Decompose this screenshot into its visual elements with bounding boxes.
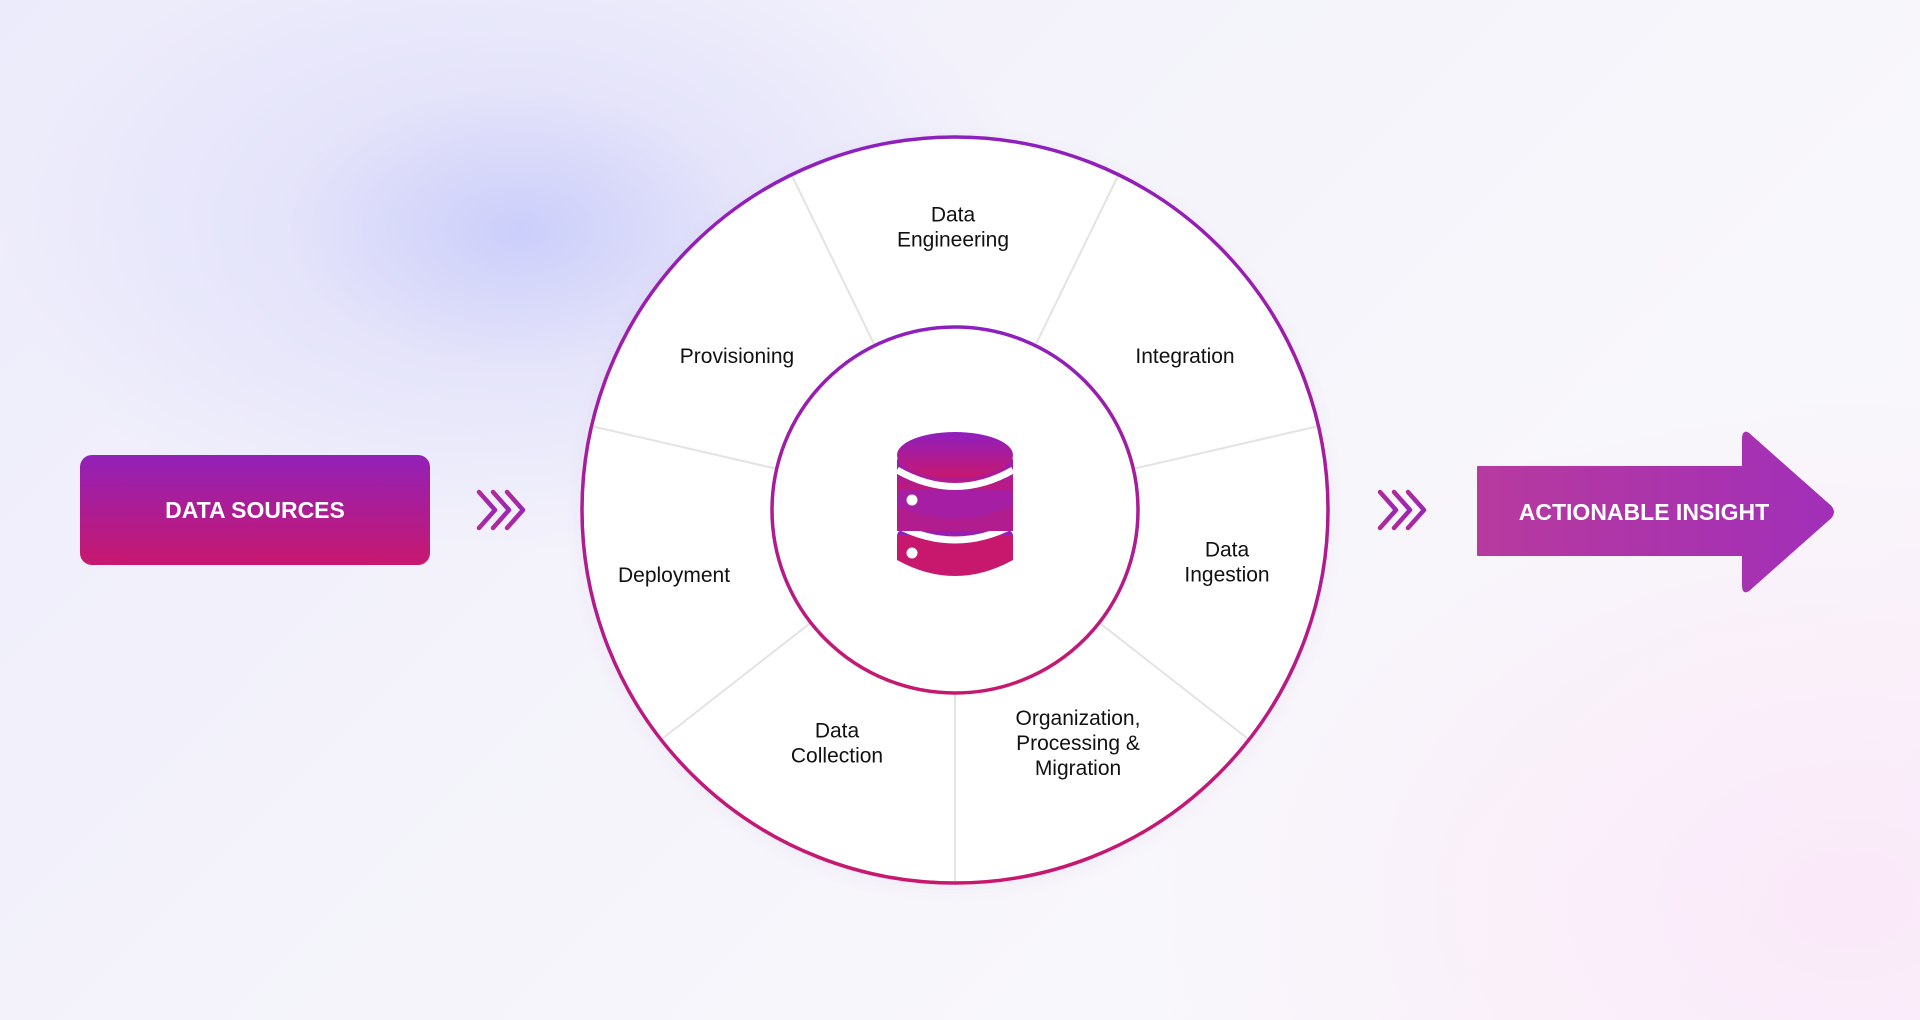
segment-label-deployment: Deployment bbox=[618, 564, 730, 587]
segment-divider bbox=[660, 621, 812, 741]
segment-label-line: Deployment bbox=[618, 564, 730, 587]
segment-label-line: Engineering bbox=[897, 229, 1009, 252]
segment-label-line: Data bbox=[815, 720, 860, 743]
actionable-insight-arrow: ACTIONABLE INSIGHT bbox=[1477, 431, 1834, 593]
segment-divider bbox=[1133, 425, 1319, 470]
segment-divider bbox=[591, 425, 777, 470]
segment-divider bbox=[790, 174, 876, 346]
segment-label-line: Data bbox=[1205, 539, 1250, 562]
segment-dividers bbox=[591, 174, 1319, 883]
segment-label-line: Organization, bbox=[1016, 707, 1141, 730]
segment-label-provisioning: Provisioning bbox=[680, 345, 794, 368]
data-sources-box: DATA SOURCES bbox=[80, 455, 430, 565]
segment-label-line: Ingestion bbox=[1184, 564, 1269, 587]
segment-label-line: Migration bbox=[1035, 757, 1121, 780]
triple-chevron-right-icon bbox=[1377, 489, 1427, 531]
segment-label-line: Data bbox=[931, 204, 976, 227]
triple-chevron-right-icon bbox=[476, 489, 526, 531]
segment-divider bbox=[1034, 174, 1120, 346]
segment-label-integration: Integration bbox=[1135, 345, 1234, 368]
segment-label-line: Collection bbox=[791, 745, 883, 768]
segment-label-organization: Organization,Processing &Migration bbox=[1016, 707, 1141, 780]
segment-label-line: Provisioning bbox=[680, 345, 794, 368]
segment-label-line: Processing & bbox=[1016, 732, 1140, 755]
segment-divider bbox=[1098, 621, 1250, 741]
database-icon bbox=[895, 432, 1015, 576]
segment-label-line: Integration bbox=[1135, 345, 1234, 368]
actionable-insight-label: ACTIONABLE INSIGHT bbox=[1519, 499, 1769, 525]
data-sources-label: DATA SOURCES bbox=[165, 497, 345, 523]
